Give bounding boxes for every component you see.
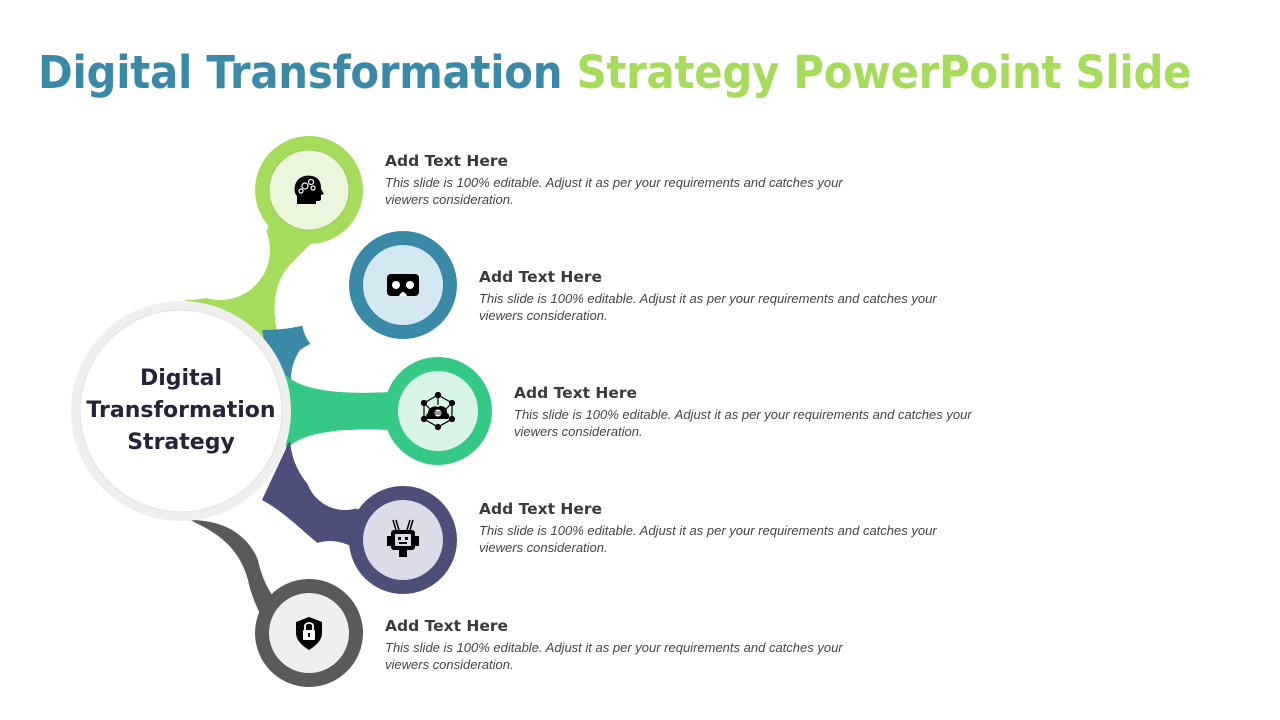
item-3: Add Text Here This slide is 100% editabl… [514,384,1114,440]
item-heading: Add Text Here [514,384,638,402]
item-heading: Add Text Here [385,617,509,635]
item-description: This slide is 100% editable. Adjust it a… [479,291,937,323]
shield-lock-icon [296,617,322,650]
item-description: This slide is 100% editable. Adjust it a… [514,407,972,439]
robot-icon [387,519,419,557]
center-label: Digital Transformation Strategy [86,366,276,455]
item-5: Add Text Here This slide is 100% editabl… [385,617,985,673]
center-node [71,301,291,521]
vr-headset-icon [387,274,419,296]
head-gears-icon [294,175,324,204]
item-description: This slide is 100% editable. Adjust it a… [385,175,843,207]
slide-title: Digital Transformation Strategy PowerPoi… [38,46,1192,99]
item-4: Add Text Here This slide is 100% editabl… [479,500,1079,556]
item-description: This slide is 100% editable. Adjust it a… [479,523,937,555]
item-1: Add Text Here This slide is 100% editabl… [385,152,985,208]
title-part-2: Strategy PowerPoint Slide [576,46,1192,99]
item-heading: Add Text Here [385,152,509,170]
item-heading: Add Text Here [479,500,603,518]
title-part-1: Digital Transformation [38,46,563,99]
item-2: Add Text Here This slide is 100% editabl… [479,268,1079,324]
item-description: This slide is 100% editable. Adjust it a… [385,640,843,672]
cloud-network-icon [420,391,456,431]
item-heading: Add Text Here [479,268,603,286]
